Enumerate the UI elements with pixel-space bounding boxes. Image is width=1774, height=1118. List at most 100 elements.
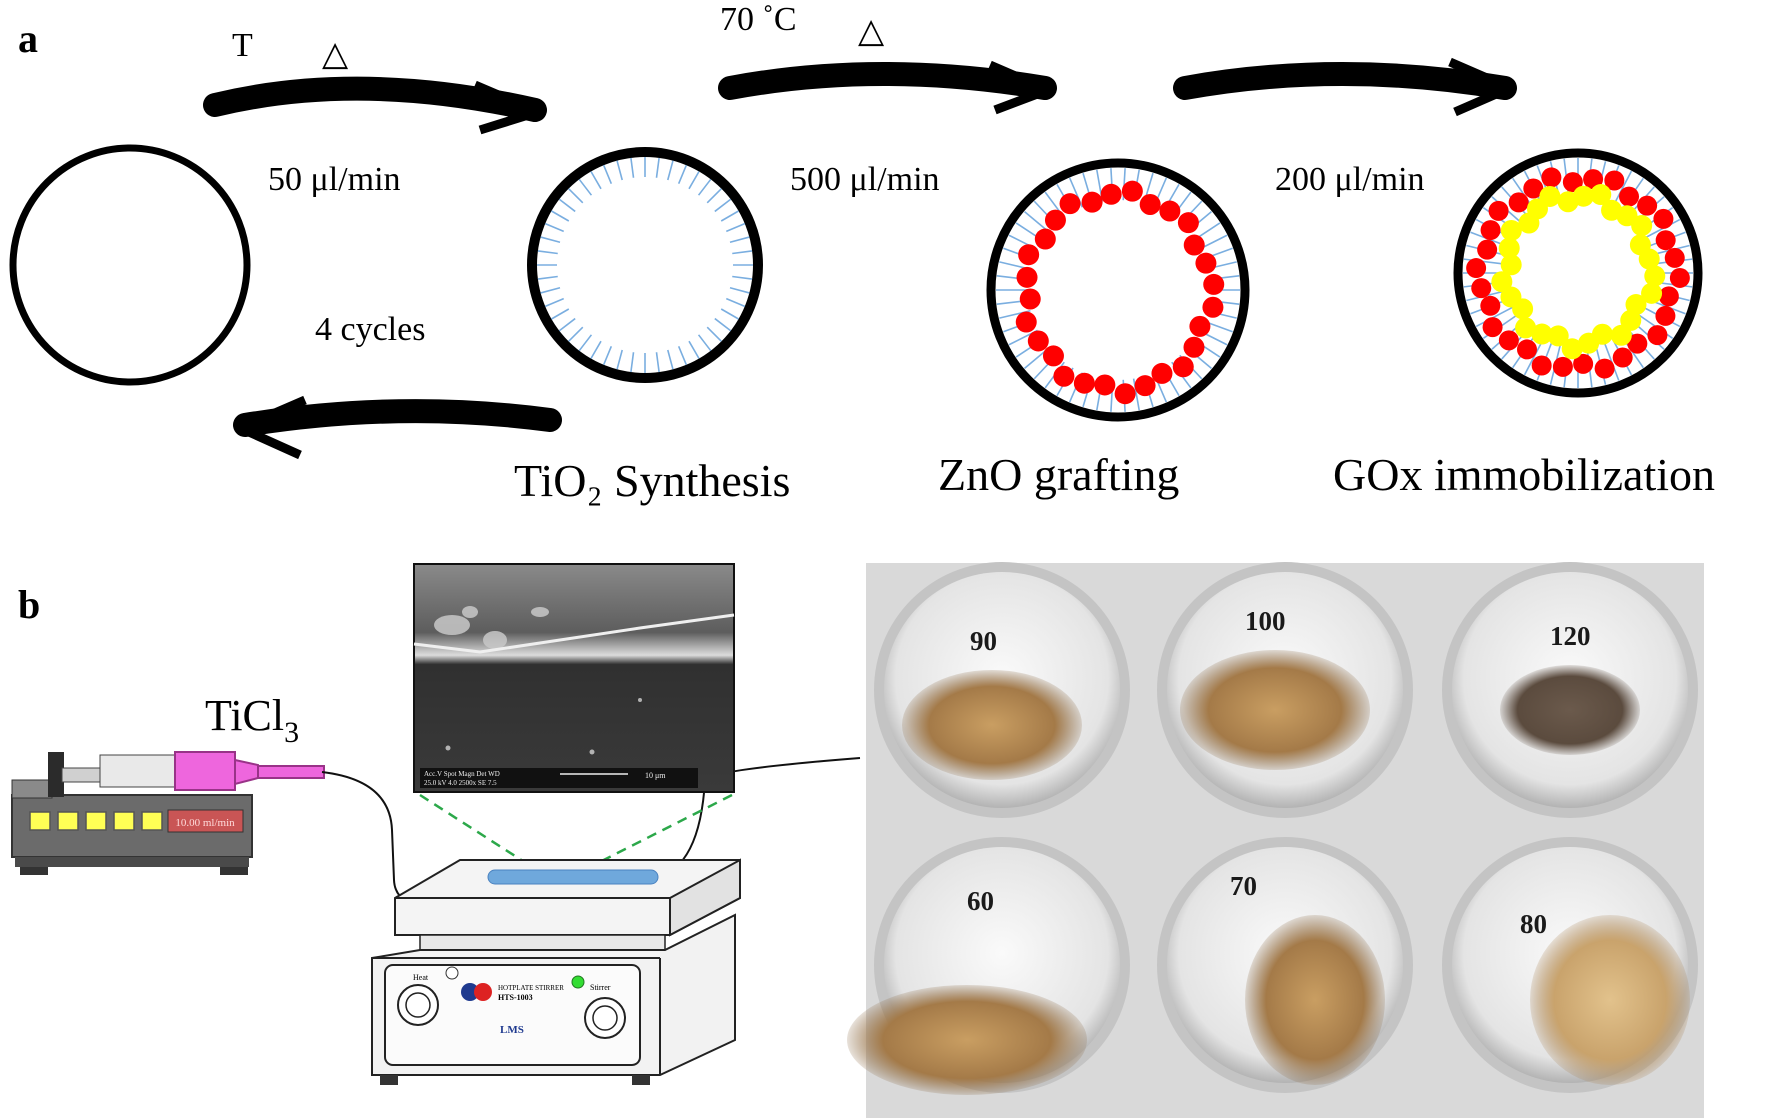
zno-particle	[1670, 268, 1690, 288]
zno-particle	[1183, 337, 1204, 358]
layer-line	[538, 276, 558, 279]
layer-line	[591, 171, 601, 188]
zno-particle	[1094, 374, 1115, 395]
layer-line	[656, 158, 659, 178]
zno-particle	[1018, 244, 1039, 265]
layer-line	[541, 288, 560, 293]
zno-particle	[1053, 366, 1074, 387]
panel-b-label: b	[18, 582, 40, 627]
zno-particle	[1509, 192, 1529, 212]
zno-particle	[1517, 339, 1537, 359]
stirrer-brand-text: HOTPLATE STIRRER	[498, 984, 564, 992]
layer-line	[569, 189, 583, 203]
arrow-3	[1185, 74, 1505, 88]
well: 70	[1157, 837, 1413, 1093]
layer-line	[617, 350, 622, 369]
flow-rate-1: 50 μl/min	[268, 161, 401, 198]
well: 90	[874, 562, 1130, 818]
powder-sample	[1245, 915, 1385, 1085]
zno-particle	[1655, 306, 1675, 326]
well-temperature-label: 60	[967, 886, 994, 916]
layer-line	[545, 299, 563, 307]
heat-label: Heat	[413, 973, 429, 982]
temp-label-2: 70 ˚C	[720, 1, 797, 38]
well: 100	[1157, 562, 1413, 818]
zno-particle	[1532, 356, 1552, 376]
zno-particle	[1178, 212, 1199, 233]
sem-caption-line1: Acc.V Spot Magn Det WD	[424, 770, 500, 778]
zno-particle	[1647, 325, 1667, 345]
layer-line	[732, 276, 752, 279]
zno-particle	[1020, 288, 1041, 309]
zno-particle	[1082, 192, 1103, 213]
zno-particle	[1613, 348, 1633, 368]
syringe-barrel	[175, 752, 235, 790]
zno-particle	[1043, 345, 1064, 366]
layer-line	[569, 327, 583, 341]
stage-title-gox: GOx immobilization	[1333, 449, 1715, 500]
well-temperature-label: 90	[970, 626, 997, 656]
gox-particle	[1631, 215, 1652, 236]
zno-particle	[1035, 229, 1056, 250]
pump-key	[58, 812, 78, 830]
hotplate-stirrer: Heat Stirrer HOTPLATE STIRRER HTS-1003 L…	[372, 860, 740, 1085]
zno-particle	[1189, 316, 1210, 337]
heat-indicator-light	[446, 967, 458, 979]
zno-particle	[1203, 274, 1224, 295]
powder-sample	[902, 670, 1082, 780]
heat-symbol-1: △	[322, 36, 349, 73]
layer-line	[699, 179, 711, 195]
pump-display-text: 10.00 ml/min	[175, 817, 235, 829]
zno-particle	[1122, 181, 1143, 202]
powder-sample	[847, 985, 1087, 1095]
layer-line	[730, 237, 749, 242]
stage-title-tio2: TiO₂ Synthesis	[514, 455, 790, 506]
zno-particle	[1480, 296, 1500, 316]
layer-line	[715, 199, 731, 211]
layer-line	[604, 346, 612, 364]
tio2-tube	[532, 152, 758, 378]
well: 120	[1442, 562, 1698, 818]
tio2-layer-lines	[537, 157, 753, 373]
cycles-label: 4 cycles	[315, 311, 425, 348]
syringe-needle	[258, 766, 324, 778]
arrow-2	[730, 74, 1045, 88]
zno-particle	[1659, 286, 1679, 306]
zno-particle	[1665, 248, 1685, 268]
stage-title-zno: ZnO grafting	[938, 449, 1179, 500]
layer-line	[545, 224, 563, 232]
flow-rate-3: 200 μl/min	[1275, 161, 1425, 198]
sem-image	[414, 564, 734, 792]
layer-line	[730, 288, 749, 293]
sem-scale-label: 10 μm	[645, 771, 666, 780]
zno-particle	[1184, 235, 1205, 256]
bare-tube-circle	[13, 148, 247, 382]
layer-line	[617, 161, 622, 180]
layer-line	[679, 346, 687, 364]
layer-line	[699, 335, 711, 351]
stirrer-label: Stirrer	[590, 983, 611, 992]
layer-line	[721, 211, 738, 221]
zno-particle	[1017, 267, 1038, 288]
zno-particle	[1595, 359, 1615, 379]
pump-key	[114, 812, 134, 830]
tio2-tube-wall	[532, 152, 758, 378]
syringe-pump: 10.00 ml/min	[12, 752, 324, 875]
layer-line	[559, 199, 575, 211]
stirrer-logo-text: LMS	[500, 1024, 524, 1036]
return-arrow	[245, 411, 550, 425]
zno-particle	[1477, 240, 1497, 260]
gox-particle	[1539, 186, 1560, 207]
zno-tube	[991, 163, 1245, 417]
pump-base	[15, 857, 249, 867]
layer-line	[715, 319, 731, 331]
layer-line	[707, 327, 721, 341]
zno-particle	[1499, 330, 1519, 350]
well-temperature-label: 70	[1230, 871, 1257, 901]
pump-key	[30, 812, 50, 830]
zno-particle	[1060, 193, 1081, 214]
zno-particle	[1481, 220, 1501, 240]
layer-line	[604, 165, 612, 183]
zno-particle	[1115, 383, 1136, 404]
